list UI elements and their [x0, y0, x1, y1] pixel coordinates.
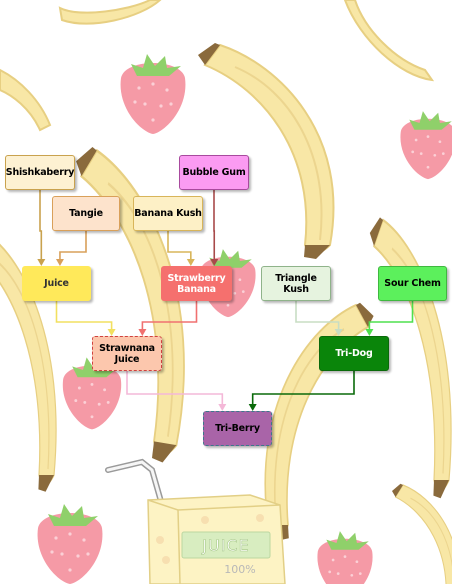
- node-strawberry-banana[interactable]: Strawberry Banana: [161, 266, 232, 301]
- banana-icon: [343, 0, 435, 82]
- node-strawnana-juice[interactable]: Strawnana Juice: [92, 336, 162, 371]
- node-tri-berry[interactable]: Tri-Berry: [203, 411, 272, 446]
- arrowhead-icon: [37, 259, 46, 266]
- arrowhead-icon: [334, 329, 343, 336]
- arrowhead-icon: [186, 259, 195, 266]
- node-triangle-kush[interactable]: Triangle Kush: [261, 266, 331, 301]
- edge-triangle_kush-to-tri_dog: [295, 301, 340, 330]
- arrowhead-icon: [210, 259, 219, 266]
- arrowhead-icon: [248, 404, 257, 411]
- arrowhead-icon: [138, 329, 147, 336]
- node-banana-kush[interactable]: Banana Kush: [133, 196, 203, 231]
- edge-tangie-to-juice: [59, 231, 87, 260]
- arrowhead-icon: [55, 259, 64, 266]
- edge-juice-to-strawnana_juice: [55, 301, 113, 330]
- edge-strawnana_juice-to-tri_berry: [126, 371, 224, 405]
- banana-icon: [0, 68, 52, 132]
- arrowhead-icon: [107, 329, 116, 336]
- node-tangie[interactable]: Tangie: [52, 196, 120, 231]
- node-bubble-gum[interactable]: Bubble Gum: [179, 155, 249, 190]
- edge-tri_dog-to-tri_berry: [251, 371, 355, 405]
- node-sour-chem[interactable]: Sour Chem: [378, 266, 447, 301]
- arrowhead-icon: [365, 329, 374, 336]
- edge-shishkaberry-to-juice: [39, 190, 43, 260]
- node-juice[interactable]: Juice: [22, 266, 91, 301]
- edge-banana_kush-to-strawberry_banana: [167, 231, 192, 260]
- edge-sour_chem-to-tri_dog: [368, 301, 414, 330]
- node-tri-dog[interactable]: Tri-Dog: [319, 336, 389, 371]
- node-shishkaberry[interactable]: Shishkaberry: [5, 155, 75, 190]
- banana-icon: [58, 0, 162, 25]
- edge-strawberry_banana-to-strawnana_juice: [141, 301, 198, 330]
- juice-box-label: JUICE: [201, 536, 249, 555]
- arrowhead-icon: [218, 404, 227, 411]
- juice-box-percent: 100%: [224, 563, 255, 576]
- juice-box-icon: [105, 458, 286, 584]
